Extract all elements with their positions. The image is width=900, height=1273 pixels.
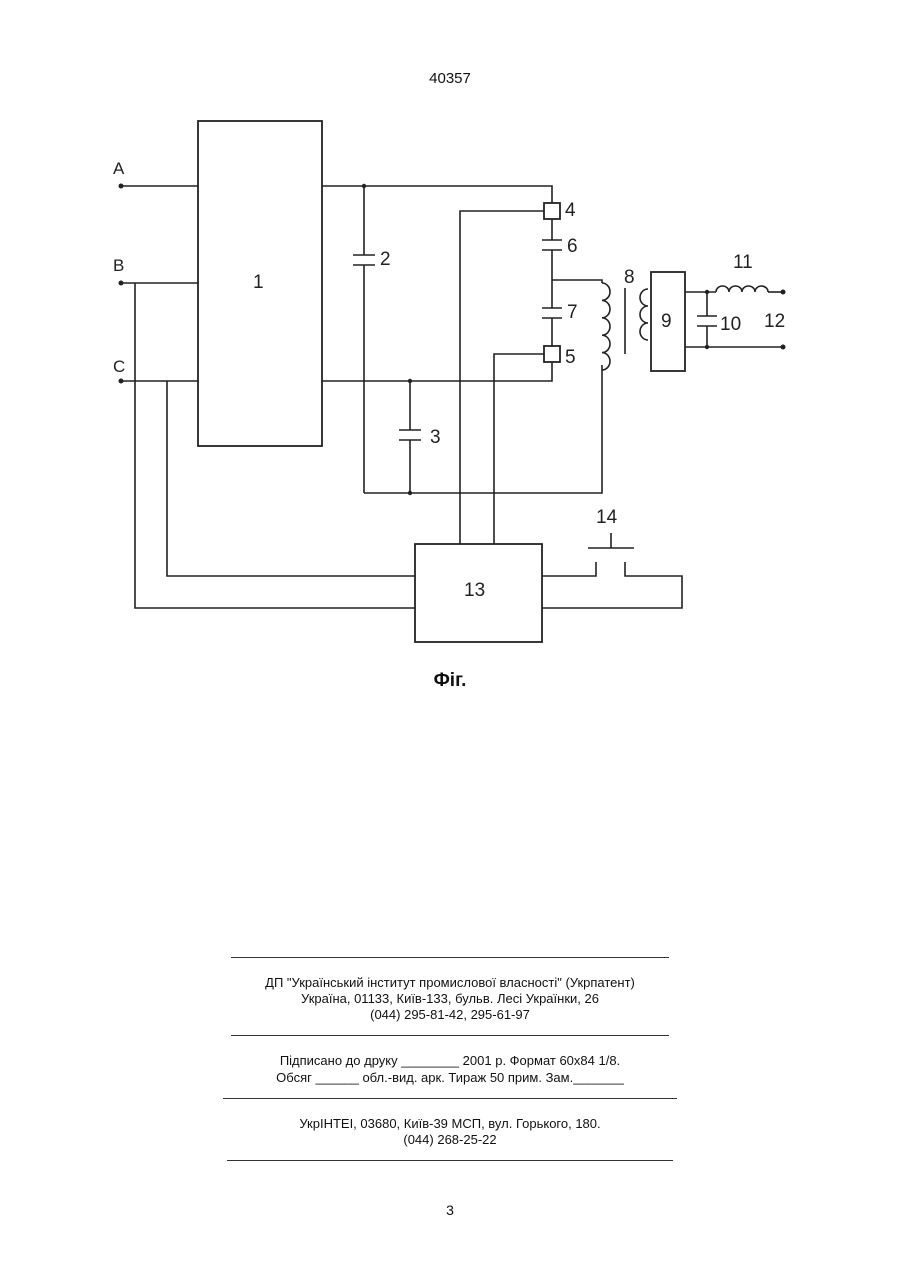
wire-bottom-rail [322,367,552,381]
label-switch-5: 5 [565,347,576,368]
label-cap-3: 3 [430,427,441,448]
switch-5 [544,346,560,362]
capacitor-7 [542,308,562,318]
output-terminal-top [781,290,786,295]
printer-line-1: УкрІНТЕІ, 03680, Київ-39 МСП, вул. Горьк… [0,1116,900,1132]
capacitor-2 [353,255,375,265]
capacitor-6 [542,240,562,250]
publisher-line-3: (044) 295-81-42, 295-61-97 [0,1007,900,1023]
label-cap-10: 10 [720,314,741,335]
label-cap-6: 6 [567,236,578,257]
push-button-14 [588,533,634,548]
label-cap-2: 2 [380,249,391,270]
print-line-2: Обсяг ______ обл.-вид. арк. Тираж 50 при… [0,1070,900,1086]
divider-4 [227,1160,673,1161]
figure-caption: Фіг. [0,670,900,692]
label-controller-13: 13 [464,580,485,601]
label-cap-7: 7 [567,302,578,323]
divider-3 [223,1098,677,1099]
wire-13-to-5 [494,354,544,544]
label-inductor-11: 11 [733,252,753,273]
transformer-primary [602,283,610,370]
output-terminal-bottom [781,345,786,350]
circuit-diagram: 1 A B C 2 3 4 6 7 5 8 9 [0,0,900,660]
switch-4 [544,203,560,219]
publisher-line-1: ДП "Український інститут промислової вла… [0,975,900,991]
wire-13-to-14 [542,562,596,576]
print-line-1: Підписано до друку ________ 2001 р. Форм… [0,1053,900,1069]
inductor-11 [716,286,768,292]
wire-top-rail [322,186,552,203]
wire-return [364,365,602,493]
divider-1 [231,957,669,958]
page-number: 3 [0,1202,900,1218]
capacitor-3 [399,430,421,440]
label-block-1: 1 [253,272,264,293]
capacitor-10 [697,316,717,326]
label-button-14: 14 [596,507,618,528]
label-rectifier-9: 9 [661,311,672,332]
wire-14-return [542,562,682,608]
wire-13-to-4 [460,211,544,544]
transformer-secondary [640,289,648,340]
printer-line-2: (044) 268-25-22 [0,1132,900,1148]
terminal-c-label: C [113,357,125,376]
label-transformer-8: 8 [624,267,635,288]
publisher-line-2: Україна, 01133, Київ-133, бульв. Лесі Ук… [0,991,900,1007]
label-output-12: 12 [764,311,785,332]
terminal-b-label: B [113,256,124,275]
wire-mid [552,280,602,283]
divider-2 [231,1035,669,1036]
label-switch-4: 4 [565,200,576,221]
terminal-a-label: A [113,159,125,178]
